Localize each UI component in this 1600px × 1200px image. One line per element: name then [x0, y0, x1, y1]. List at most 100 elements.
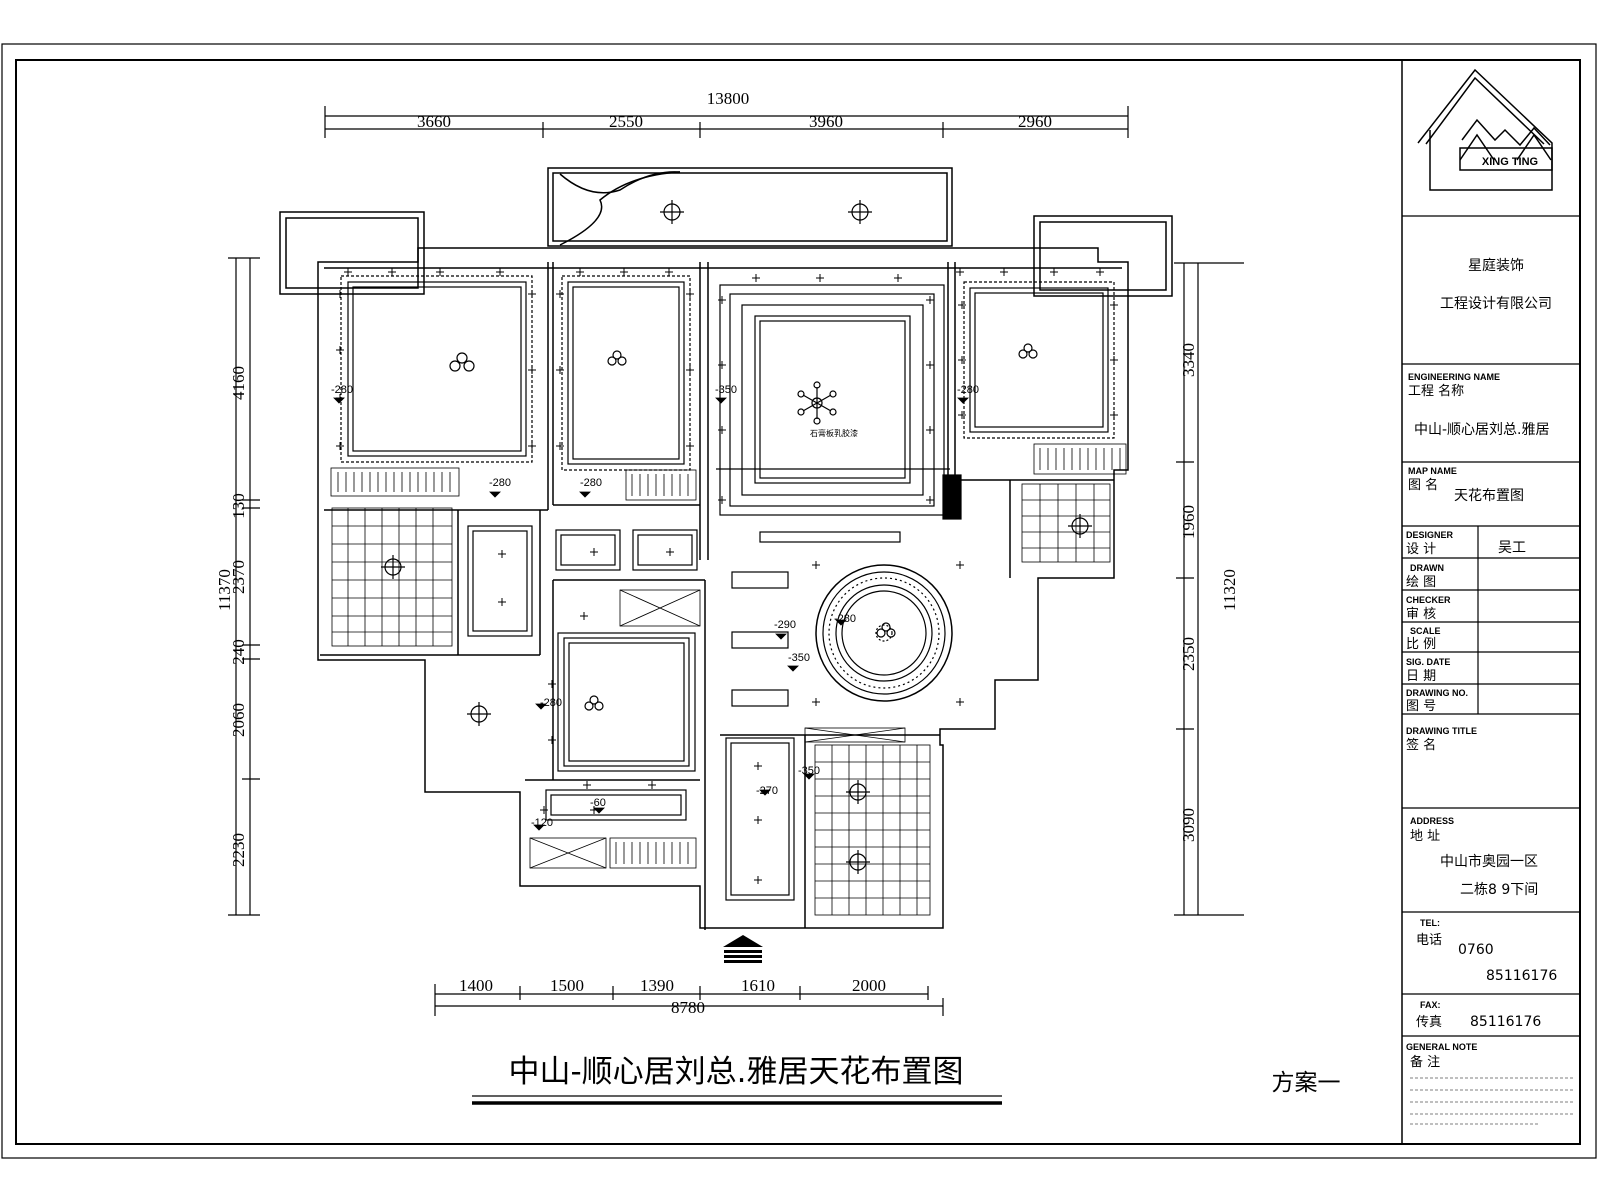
room-note: 石膏板乳胶漆: [810, 428, 858, 438]
tel-label-cn: 电话: [1416, 933, 1442, 948]
inner-border: [15, 59, 1581, 1145]
map-name-label-en: MAP NAME: [1408, 466, 1457, 476]
fixtures: [333, 200, 1118, 963]
drawn-label-en: DRAWN: [1410, 563, 1444, 573]
drawing-title-label-cn: 签 名: [1406, 737, 1436, 753]
height-label: -280: [834, 613, 856, 625]
ceiling-lamp-icon: [875, 624, 893, 642]
height-label: -350: [715, 384, 737, 396]
pendant-light-icon: [449, 352, 475, 372]
height-label: -290: [774, 619, 796, 631]
pendant-light-icon: [1018, 343, 1038, 359]
engineering-name-label-cn: 工程 名称: [1408, 383, 1464, 399]
fax-label-en: FAX:: [1420, 1000, 1441, 1010]
height-label: -350: [798, 765, 820, 777]
dim-right-2: 1960: [1179, 505, 1198, 539]
note-label-en: GENERAL NOTE: [1406, 1042, 1477, 1052]
dim-left-2: 130: [229, 493, 248, 519]
top-dimensions: 13800 3660 2550 3960 2960: [324, 89, 1129, 138]
dim-right-3: 2350: [1179, 637, 1198, 671]
wardrobes: [330, 443, 1127, 869]
address-line2: 二栋8 9下间: [1460, 881, 1538, 898]
fax-value: 85116176: [1470, 1014, 1541, 1030]
scheme-label: 方案一: [1272, 1070, 1341, 1096]
logo-text: XING TING: [1482, 156, 1538, 168]
pendant-light-icon: [607, 350, 627, 366]
dim-bottom-1: 1400: [459, 976, 493, 995]
ceiling-lamp-icon: [846, 780, 870, 804]
drawing-title-label-en: DRAWING TITLE: [1406, 726, 1477, 736]
note-label-cn: 备 注: [1410, 1054, 1440, 1070]
height-label: -270: [756, 785, 778, 797]
downlight-icons: [336, 268, 1118, 884]
dim-top-3: 3960: [809, 112, 843, 131]
map-name-value: 天花布置图: [1454, 488, 1524, 504]
height-label: -60: [590, 797, 606, 809]
level-markers: [333, 397, 969, 831]
round-ceiling: [815, 564, 953, 702]
dim-right-4: 3090: [1179, 808, 1198, 842]
drawing-no-label-cn: 图 号: [1406, 699, 1436, 714]
height-label: -280: [957, 384, 979, 396]
ceiling-lamp-icon: [846, 850, 870, 874]
entrance-arrow-icon: [723, 935, 763, 963]
dim-top-total: 13800: [707, 89, 750, 108]
ceiling-lamp-icon: [467, 702, 491, 726]
drawn-label-cn: 绘 图: [1406, 575, 1436, 590]
outer-border: [1, 43, 1597, 1159]
tel-line2: 85116176: [1486, 968, 1557, 984]
dim-bottom-total: 8780: [671, 998, 705, 1017]
ceiling-panels: [340, 275, 1115, 901]
checker-label-en: CHECKER: [1406, 595, 1451, 605]
dim-top-4: 2960: [1018, 112, 1052, 131]
left-dimensions: 4160 130 2370 240 2060 2230 11370: [215, 257, 260, 916]
tel-line1: 0760: [1458, 942, 1494, 958]
address-label-en: ADDRESS: [1410, 816, 1454, 826]
pendant-light-icon: [584, 695, 604, 711]
address-label-cn: 地 址: [1410, 829, 1440, 844]
dim-bottom-4: 1610: [741, 976, 775, 995]
height-label: -280: [580, 477, 602, 489]
fax-label-cn: 传真: [1416, 1015, 1442, 1030]
date-label-cn: 日 期: [1406, 669, 1436, 684]
scale-label-cn: 比 例: [1406, 637, 1436, 652]
company-name-line2: 工程设计有限公司: [1440, 296, 1552, 312]
dim-left-6: 2230: [229, 833, 248, 867]
ceiling-lamp-icon: [660, 200, 684, 224]
engineering-name-label-en: ENGINEERING NAME: [1408, 372, 1500, 382]
chandelier-icon: [797, 381, 837, 425]
height-label: -120: [531, 817, 553, 829]
dim-bottom-3: 1390: [640, 976, 674, 995]
height-label: -350: [788, 652, 810, 664]
ceiling-lamp-icon: [848, 200, 872, 224]
dim-right-total: 11320: [1220, 569, 1239, 611]
checker-label-cn: 审 核: [1406, 607, 1436, 622]
date-label-en: SIG. DATE: [1406, 657, 1450, 667]
dim-left-1: 4160: [229, 366, 248, 400]
ceiling-lamp-icon: [381, 555, 405, 579]
dim-top-2: 2550: [609, 112, 643, 131]
bottom-dimensions: 1400 1500 1390 1610 2000 8780: [434, 976, 944, 1017]
dim-left-4: 240: [229, 639, 248, 665]
dim-top-1: 3660: [417, 112, 451, 131]
height-label: -280: [331, 384, 353, 396]
dim-bottom-5: 2000: [852, 976, 886, 995]
height-label: -280: [489, 477, 511, 489]
drawing-no-label-en: DRAWING NO.: [1406, 688, 1468, 698]
tile-grids: [331, 483, 1111, 916]
dim-left-total: 11370: [215, 569, 234, 611]
right-dimensions: 3340 1960 2350 3090 11320: [1174, 262, 1244, 916]
scale-label-en: SCALE: [1410, 626, 1441, 636]
address-line1: 中山市奥园一区: [1440, 853, 1538, 870]
designer-label-cn: 设 计: [1406, 542, 1436, 557]
height-label: -280: [540, 697, 562, 709]
dim-right-1: 3340: [1179, 343, 1198, 377]
height-labels: -280 -280 -280 -350 -280 -290 -350 -280 …: [331, 384, 979, 829]
tel-label-en: TEL:: [1420, 918, 1440, 928]
walls: [279, 167, 1173, 930]
company-name-line1: 星庭装饰: [1468, 257, 1524, 274]
designer-label-en: DESIGNER: [1406, 530, 1454, 540]
map-name-label-cn: 图 名: [1408, 477, 1438, 493]
designer-value: 吴工: [1498, 540, 1526, 556]
dim-bottom-2: 1500: [550, 976, 584, 995]
